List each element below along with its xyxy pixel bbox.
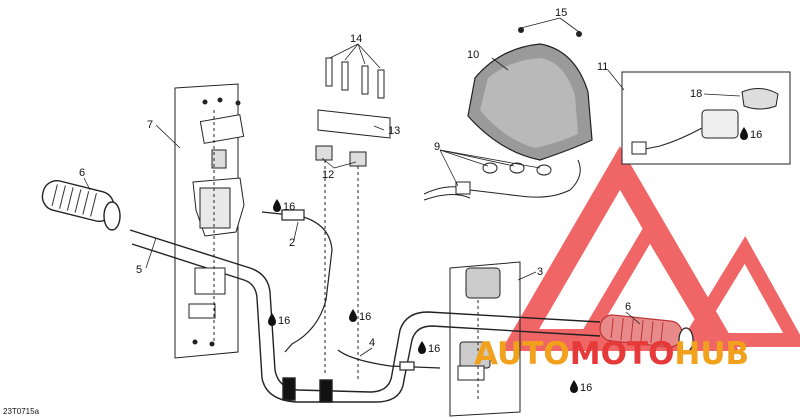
part-label-9: 9 <box>434 141 440 153</box>
part-label-18: 18 <box>690 88 702 100</box>
drawing-code: 23T0715a <box>3 407 40 416</box>
lubricant-drop-icon: 16 <box>418 341 440 355</box>
svg-text:16: 16 <box>580 382 592 394</box>
part-label-2: 2 <box>289 237 295 249</box>
part-label-10: 10 <box>467 49 479 61</box>
lubricant-drop-icon: 16 <box>570 380 592 394</box>
windshield <box>467 43 593 161</box>
svg-text:16: 16 <box>278 315 290 327</box>
watermark-segment-hub: HUB <box>674 336 749 372</box>
part-label-3: 3 <box>537 266 543 278</box>
svg-text:16: 16 <box>428 343 440 355</box>
part-label-11: 11 <box>597 61 608 73</box>
part-label-5: 5 <box>136 264 142 276</box>
wiring-harness <box>423 159 581 201</box>
handlebar <box>129 229 601 403</box>
watermark-text: AUTOMOTOHUB <box>474 336 749 372</box>
throttle-cable <box>261 209 333 353</box>
throttle-housing-group <box>174 83 245 359</box>
lubricant-drop-icon: 16 <box>273 199 295 213</box>
svg-text:16: 16 <box>283 201 295 213</box>
part-label-13: 13 <box>388 125 400 137</box>
part-label-6-left: 6 <box>79 167 85 179</box>
brake-cable <box>337 349 441 371</box>
ignition-switch-inset <box>621 71 791 165</box>
lubricant-drop-icon: 16 <box>349 309 371 323</box>
left-grip <box>41 180 121 231</box>
riser-clamp-group <box>315 57 391 380</box>
part-label-6-right: 6 <box>625 301 631 313</box>
switch-housing-group <box>449 261 521 417</box>
right-grip <box>599 314 694 353</box>
leader-lines <box>83 17 741 357</box>
lubricant-drop-icon: 16 <box>268 313 290 327</box>
part-label-15: 15 <box>555 7 567 19</box>
screw-icon <box>518 27 582 37</box>
svg-text:16: 16 <box>359 311 371 323</box>
svg-text:16: 16 <box>750 129 762 141</box>
part-labels: 2 3 4 5 6 6 7 9 10 11 12 13 14 15 18 <box>79 7 702 349</box>
part-label-4: 4 <box>369 337 375 349</box>
part-label-7: 7 <box>147 119 153 131</box>
watermark-segment-moto: MOTO <box>570 336 675 372</box>
lubricant-drop-icon: 16 <box>740 127 762 141</box>
part-label-14: 14 <box>350 33 362 45</box>
lubricant-markers: 16 16 16 16 16 16 <box>268 127 762 394</box>
watermark-segment-auto: AUTO <box>474 336 570 372</box>
part-label-12: 12 <box>322 169 334 181</box>
